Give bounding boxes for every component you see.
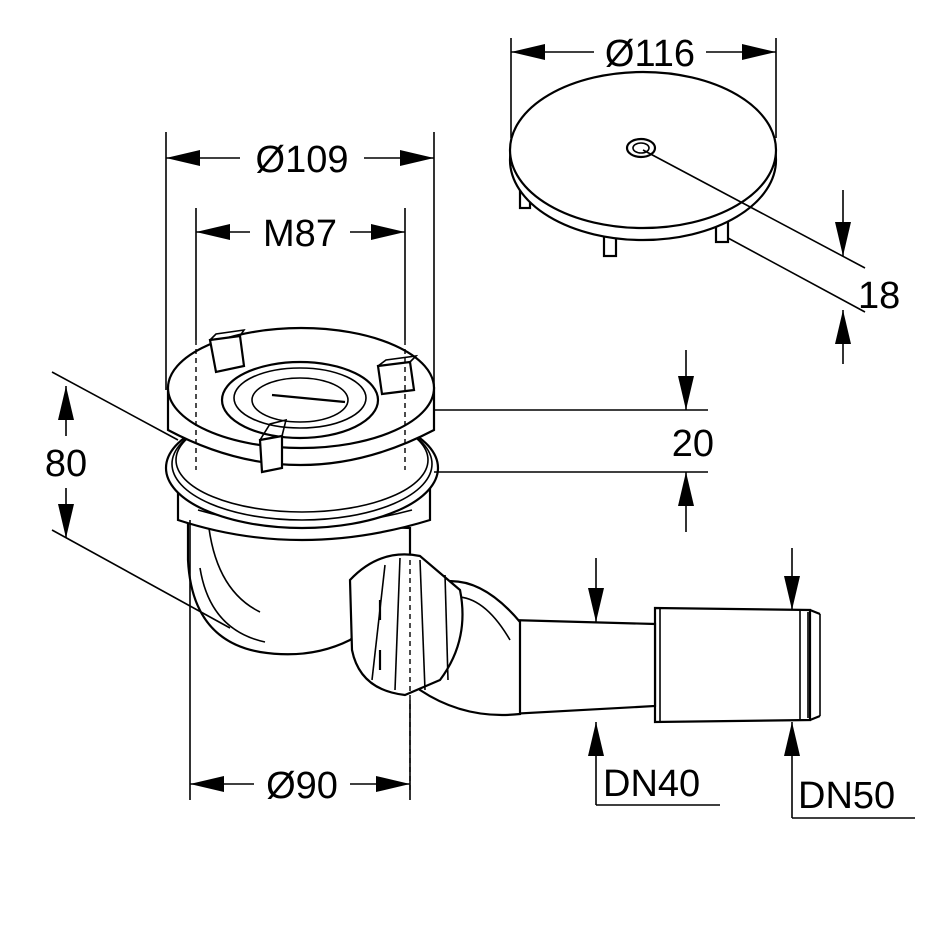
dim-body-diameter: Ø90 — [189, 520, 411, 807]
arrow-head — [376, 776, 410, 792]
arrow-head — [784, 722, 800, 756]
dim-thread: M87 — [195, 208, 406, 340]
arrow-head — [400, 150, 434, 166]
dim-outlet-dn50: DN50 — [784, 548, 915, 819]
flange-height-label: 20 — [672, 423, 714, 465]
arrow-head — [742, 44, 776, 60]
arrow-head — [166, 150, 200, 166]
dim-outlet-dn40: DN40 — [588, 558, 720, 806]
body-diameter-label: Ø90 — [266, 765, 338, 807]
thread-label: M87 — [263, 213, 337, 255]
cover-diameter-label: Ø116 — [605, 33, 695, 75]
cover-center-hole — [625, 137, 657, 159]
arrow-head — [678, 472, 694, 506]
drain-assembly — [164, 326, 821, 790]
arrow-head — [835, 222, 851, 256]
arrow-head — [58, 386, 74, 420]
inner-cup — [220, 360, 380, 440]
dim-cover-height: 18 — [642, 149, 900, 364]
dim-height-total: 80 — [45, 371, 231, 629]
arrow-head — [190, 776, 224, 792]
arrow-head — [58, 504, 74, 538]
arrow-head — [784, 576, 800, 610]
dim-flange-height: 20 — [434, 350, 714, 532]
outlet-dn40-label: DN40 — [603, 763, 700, 805]
arrow-head — [678, 376, 694, 410]
clip — [258, 418, 288, 474]
arrow-head — [588, 588, 604, 622]
cover-height-label: 18 — [858, 275, 900, 317]
dim-cover-diameter: Ø116 — [510, 33, 777, 138]
arrow-head — [588, 722, 604, 756]
arrow-head — [196, 224, 230, 240]
cover-plate — [508, 70, 778, 258]
arrow-head — [371, 224, 405, 240]
union-nut — [348, 553, 464, 697]
height-total-label: 80 — [45, 443, 87, 485]
flange-diameter-label: Ø109 — [256, 139, 349, 181]
clip — [208, 328, 246, 374]
dim-flange-diameter: Ø109 — [165, 132, 435, 390]
outlet-dn50-label: DN50 — [798, 775, 895, 817]
arrow-head — [835, 310, 851, 344]
outlet-pipe-dn50 — [653, 606, 812, 724]
arrow-head — [511, 44, 545, 60]
outlet-pipe-dn40 — [508, 618, 657, 716]
